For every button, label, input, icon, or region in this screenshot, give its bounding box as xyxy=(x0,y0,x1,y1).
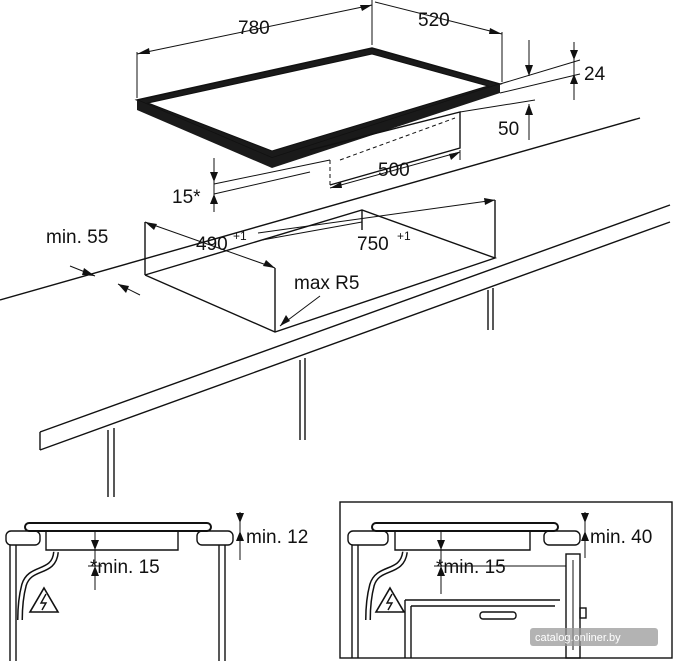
dim-top-height: 24 xyxy=(499,42,606,100)
label-520: 520 xyxy=(418,10,450,31)
label-min-12: min. 12 xyxy=(246,527,308,548)
label-min-55: min. 55 xyxy=(46,227,108,248)
label-490: 490 xyxy=(196,234,228,255)
label-750: 750 xyxy=(357,234,389,255)
dim-front-min: min. 55 xyxy=(46,227,141,296)
dim-underside-width: 500 xyxy=(329,150,461,189)
label-780: 780 xyxy=(238,18,270,39)
label-max-r5: max R5 xyxy=(294,273,359,294)
dim-hob-depth: 520 xyxy=(374,1,503,82)
label-490-tol: +1 xyxy=(233,229,247,243)
label-right-min-15: *min. 15 xyxy=(436,557,506,578)
hob-drawing xyxy=(134,47,503,186)
label-500: 500 xyxy=(378,160,410,181)
label-50: 50 xyxy=(498,119,519,140)
worktop-drawing xyxy=(0,117,671,497)
dim-gap-below: 15* xyxy=(172,158,331,212)
label-24: 24 xyxy=(584,64,606,85)
electric-warning-icon xyxy=(28,586,60,613)
dim-hob-width: 780 xyxy=(136,0,373,98)
watermark-text: catalog.onliner.by xyxy=(535,632,621,644)
dim-total-height: 50 xyxy=(459,40,536,140)
electric-warning-icon xyxy=(374,586,406,613)
dim-radius: max R5 xyxy=(279,273,359,327)
label-min-40: min. 40 xyxy=(590,527,652,548)
dim-cutout-depth: 490 +1 xyxy=(144,221,276,269)
watermark: catalog.onliner.by xyxy=(530,628,658,646)
dim-cutout-width: 750 +1 xyxy=(257,198,496,255)
detail-right: min. 40 *min. 15 xyxy=(339,501,673,659)
label-left-min-15: *min. 15 xyxy=(90,557,160,578)
label-750-tol: +1 xyxy=(397,229,411,243)
label-15-star: 15* xyxy=(172,187,201,208)
detail-left: min. 12 *min. 15 xyxy=(5,512,308,661)
